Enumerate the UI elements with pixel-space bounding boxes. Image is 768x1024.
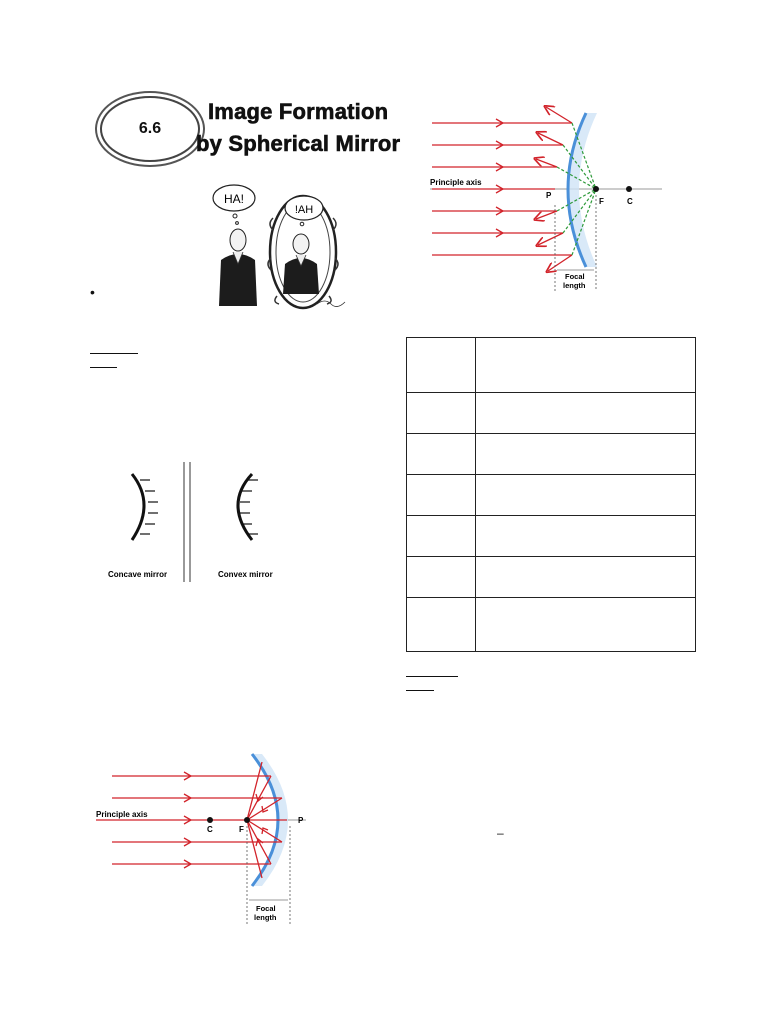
table-cell	[474, 433, 697, 475]
cartoon-mirror-illustration: HA! !AH	[212, 184, 346, 310]
table-row	[406, 597, 697, 652]
concave-mirror-ray-diagram: Principle axis C F P Focal length	[96, 753, 306, 926]
heading-underline-3	[406, 676, 458, 677]
heading-underline-2	[90, 367, 117, 368]
convex-point-f: F	[599, 197, 604, 206]
table-cell	[406, 474, 476, 516]
concave-mirror-label: Concave mirror	[108, 570, 167, 579]
convex-point-c: C	[627, 197, 633, 206]
convex-mirror-label: Convex mirror	[218, 570, 273, 579]
concave-point-c: C	[207, 825, 213, 834]
table-row	[406, 556, 697, 598]
bullet-point: •	[90, 284, 95, 300]
table-cell	[406, 597, 476, 652]
table-cell	[406, 337, 476, 393]
section-number-badge: 6.6	[100, 96, 200, 162]
convex-focal-label-1: Focal	[565, 272, 585, 281]
heading-underline-4	[406, 690, 434, 691]
table-cell	[406, 433, 476, 475]
table-cell	[474, 515, 697, 557]
title-line-2: by Spherical Mirror	[196, 131, 401, 157]
convex-principle-axis-label: Principle axis	[430, 178, 482, 187]
table-cell	[406, 556, 476, 598]
table-cell	[474, 474, 697, 516]
table-cell	[474, 556, 697, 598]
table-cell	[474, 597, 697, 652]
section-number: 6.6	[138, 120, 162, 137]
table-row	[406, 337, 697, 393]
concave-focal-label-2: length	[254, 913, 277, 922]
concave-principle-axis-label: Principle axis	[96, 810, 148, 819]
concave-point-p: P	[298, 816, 304, 825]
table-row	[406, 474, 697, 516]
table-cell	[474, 392, 697, 434]
stray-dash: –	[497, 826, 504, 840]
right-bubble-text: !AH	[295, 204, 313, 216]
table-cell	[406, 392, 476, 434]
title-line-1: Image Formation	[208, 99, 389, 125]
heading-underline-1	[90, 353, 138, 354]
left-bubble-text: HA!	[224, 192, 244, 206]
convex-focal-label-2: length	[563, 281, 586, 290]
table-row	[406, 392, 697, 434]
mirror-types-figure: Concave mirror Convex mirror	[108, 462, 273, 582]
table-row	[406, 433, 697, 475]
table-cell	[474, 337, 697, 393]
concave-point-f: F	[239, 825, 244, 834]
properties-table	[406, 337, 697, 652]
concave-focal-label-1: Focal	[256, 904, 276, 913]
convex-point-p: P	[546, 191, 552, 200]
table-cell	[406, 515, 476, 557]
convex-mirror-ray-diagram: Principle axis P F C Focal length	[430, 105, 662, 291]
table-row	[406, 515, 697, 557]
